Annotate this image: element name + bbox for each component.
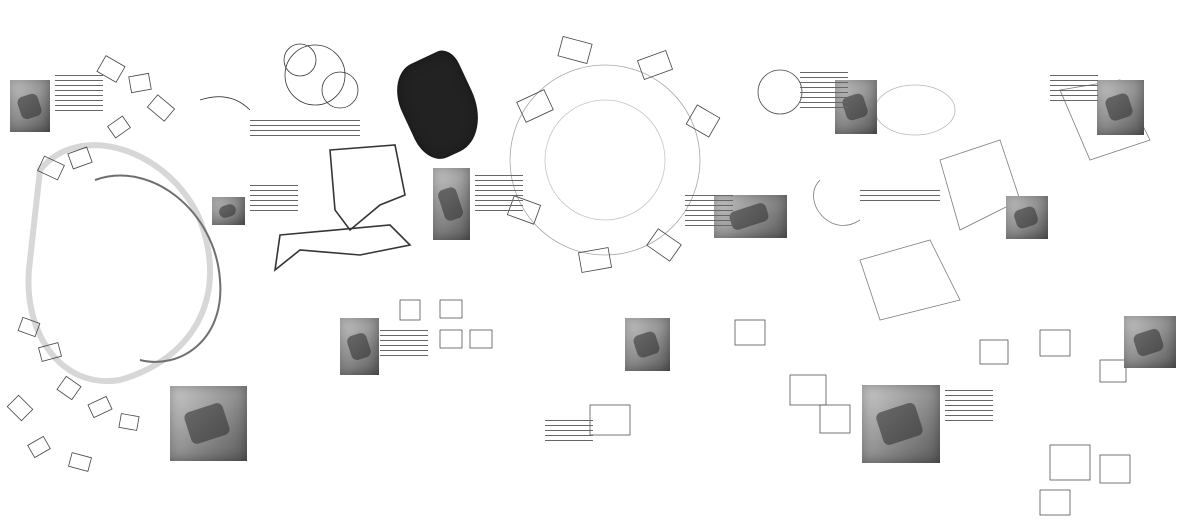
caption-block: [250, 185, 298, 215]
caption-block: [685, 195, 733, 230]
photo-model-10: [625, 318, 670, 371]
photo-model-4: [714, 195, 787, 238]
photo-model-8: [340, 318, 379, 375]
caption-block: [55, 75, 103, 115]
photo-model-1: [10, 80, 50, 132]
caption-block: [380, 330, 428, 360]
cloud-sketch: [199, 43, 359, 111]
photo-model-9: [170, 386, 247, 461]
caption-block: [860, 190, 940, 205]
caption-block: [945, 390, 993, 425]
caption-block: [1050, 75, 1098, 105]
caption-block: [475, 175, 523, 215]
caption-block: [545, 420, 593, 445]
photo-model-11: [862, 385, 940, 463]
chair-sketches-left: [6, 55, 176, 472]
photo-model-12: [1124, 316, 1176, 368]
photo-model-3: [433, 168, 470, 240]
plan-sketch-center: [273, 144, 412, 272]
photo-model-2: [212, 197, 245, 225]
caption-block: [250, 120, 360, 140]
photo-model-6: [1097, 80, 1144, 135]
photo-model-7: [1006, 196, 1048, 239]
circular-cluster-center: [506, 35, 721, 273]
grid-sketches-bottom: [399, 299, 1131, 516]
caption-block: [800, 72, 848, 112]
